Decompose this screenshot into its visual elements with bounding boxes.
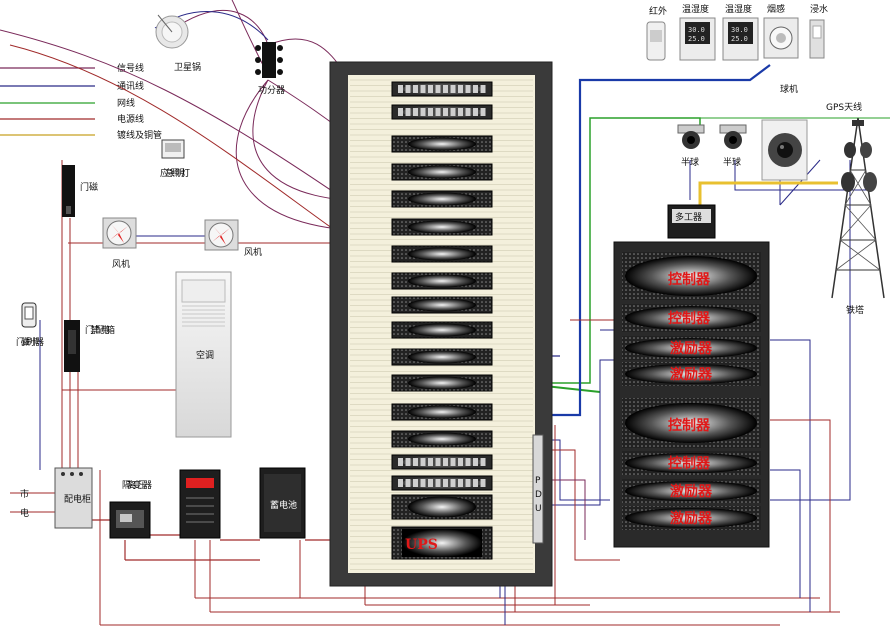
ac-label: 空调 (196, 349, 214, 361)
card-reader: 门磁刷卡器 (16, 302, 44, 348)
rack-device-15 (391, 454, 493, 470)
door-magnet: 门磁 (62, 165, 98, 217)
dome-camera: 球机 (761, 83, 808, 181)
smoke-sensor: 烟感 (763, 3, 799, 59)
temp2-display-2: 25.0 (731, 35, 748, 43)
pdu-label: P (535, 476, 541, 486)
distribution-label: 配电柜 (64, 493, 91, 505)
temp1-display-2: 25.0 (688, 35, 705, 43)
rack-device-2 (391, 104, 493, 120)
cabinet-unit-6: 控制器 (668, 455, 711, 472)
fan-2: 风机 (204, 219, 262, 258)
temp-humidity-sensor-1: 30.0 25.0 温湿度 (679, 3, 716, 61)
rack-device-11 (391, 348, 493, 366)
emergency-light: 应急照明灯 (160, 139, 190, 179)
splitter-label: 功分器 (258, 85, 285, 96)
isolation-transformer: 隔离变压器 (109, 479, 152, 539)
main-rack: UPS P D U (329, 61, 553, 587)
cabinet-unit-3: 激励器 (670, 340, 713, 357)
infrared-sensor: 红外 (646, 5, 667, 61)
rack-device-9 (391, 296, 493, 314)
legend-comm: 通讯线 (117, 80, 144, 92)
satellite-label: 卫星锅 (174, 62, 201, 73)
temp1-label: 温湿度 (682, 3, 709, 15)
temp2-label: 温湿度 (725, 3, 752, 15)
mains-label-1: 市 (20, 488, 29, 500)
fan-1: 风机 (102, 217, 137, 270)
card-reader-label: 门磁刷卡器 (16, 336, 44, 348)
dome-label: 球机 (780, 83, 798, 95)
half1-label: 半球 (681, 156, 699, 168)
temp-humidity-sensor-2: 30.0 25.0 温湿度 (722, 3, 759, 61)
rack-device-5 (391, 190, 493, 208)
rack-device-6 (391, 218, 493, 236)
tower-label: 铁塔 (846, 304, 864, 316)
rack-device-12 (391, 374, 493, 392)
legend: 信号线 通讯线 网线 电源线 镀线及铜管 (0, 62, 162, 141)
water-label: 浸水 (810, 3, 828, 15)
distribution-cabinet: 配电柜 市 电 (20, 467, 93, 529)
door-magnet-label: 门磁 (80, 181, 98, 193)
ups-unit: UPS (391, 526, 493, 560)
half-dome-camera-1: 半球 (677, 124, 705, 168)
air-conditioner: 空调 (175, 271, 232, 438)
temp1-display: 30.0 (688, 26, 705, 34)
battery-bank: 蓄电池 (259, 467, 306, 539)
mains-label-2: 电 (20, 507, 29, 519)
door-box-label: 门禁配电箱 (85, 324, 115, 336)
cabinet-unit-1: 控制器 (668, 271, 711, 288)
pdu-label-u: U (535, 504, 542, 514)
smoke-label: 烟感 (767, 3, 785, 15)
duplexer-label: 多工器 (675, 211, 702, 223)
transformer-label: 隔离变压器 (122, 479, 152, 491)
gps-tower: GPS天线 铁塔 (826, 101, 885, 316)
rack-device-10 (391, 321, 493, 339)
rack-devices (391, 81, 493, 520)
pdu-label-d: D (535, 490, 542, 500)
rack-device-17 (391, 494, 493, 520)
legend-signal: 信号线 (117, 62, 144, 74)
rack-device-4 (391, 163, 493, 181)
splitter: 功分器 (255, 42, 285, 96)
rack-device-3 (391, 135, 493, 153)
battery-label: 蓄电池 (270, 499, 297, 511)
transmitter-cabinet: 控制器 控制器 激励器 激励器 控制器 控制器 激励器 激励器 (613, 241, 770, 548)
rack-device-7 (391, 245, 493, 263)
rack-device-1 (391, 81, 493, 97)
ups-label: UPS (405, 537, 438, 553)
cabinet-unit-7: 激励器 (670, 483, 713, 500)
pdu: P D U (532, 434, 544, 544)
door-control-box: 门禁配电箱 (64, 320, 115, 372)
server-tower (179, 469, 221, 539)
satellite-dish: 卫星锅 (155, 14, 201, 73)
fan-2-label: 风机 (244, 246, 262, 258)
water-sensor: 浸水 (809, 3, 828, 59)
cabinet-unit-8: 激励器 (670, 510, 713, 527)
rack-device-14 (391, 430, 493, 448)
fan-1-label: 风机 (112, 258, 130, 270)
infrared-label: 红外 (649, 5, 667, 17)
cabinet-unit-4: 激励器 (670, 366, 713, 383)
half2-label: 半球 (723, 156, 741, 168)
temp2-display: 30.0 (731, 26, 748, 34)
duplexer: 多工器 (667, 204, 716, 239)
legend-ground: 镀线及铜管 (117, 129, 162, 141)
legend-network: 网线 (117, 97, 135, 109)
emergency-light-label: 应急照明灯 (160, 167, 190, 179)
half-dome-camera-2: 半球 (719, 124, 747, 168)
rack-device-16 (391, 475, 493, 491)
cabinet-unit-5: 控制器 (668, 417, 711, 434)
legend-power: 电源线 (117, 113, 144, 125)
gps-label: GPS天线 (826, 101, 862, 113)
cabinet-unit-2: 控制器 (668, 310, 711, 327)
rack-device-13 (391, 403, 493, 421)
rack-device-8 (391, 272, 493, 290)
